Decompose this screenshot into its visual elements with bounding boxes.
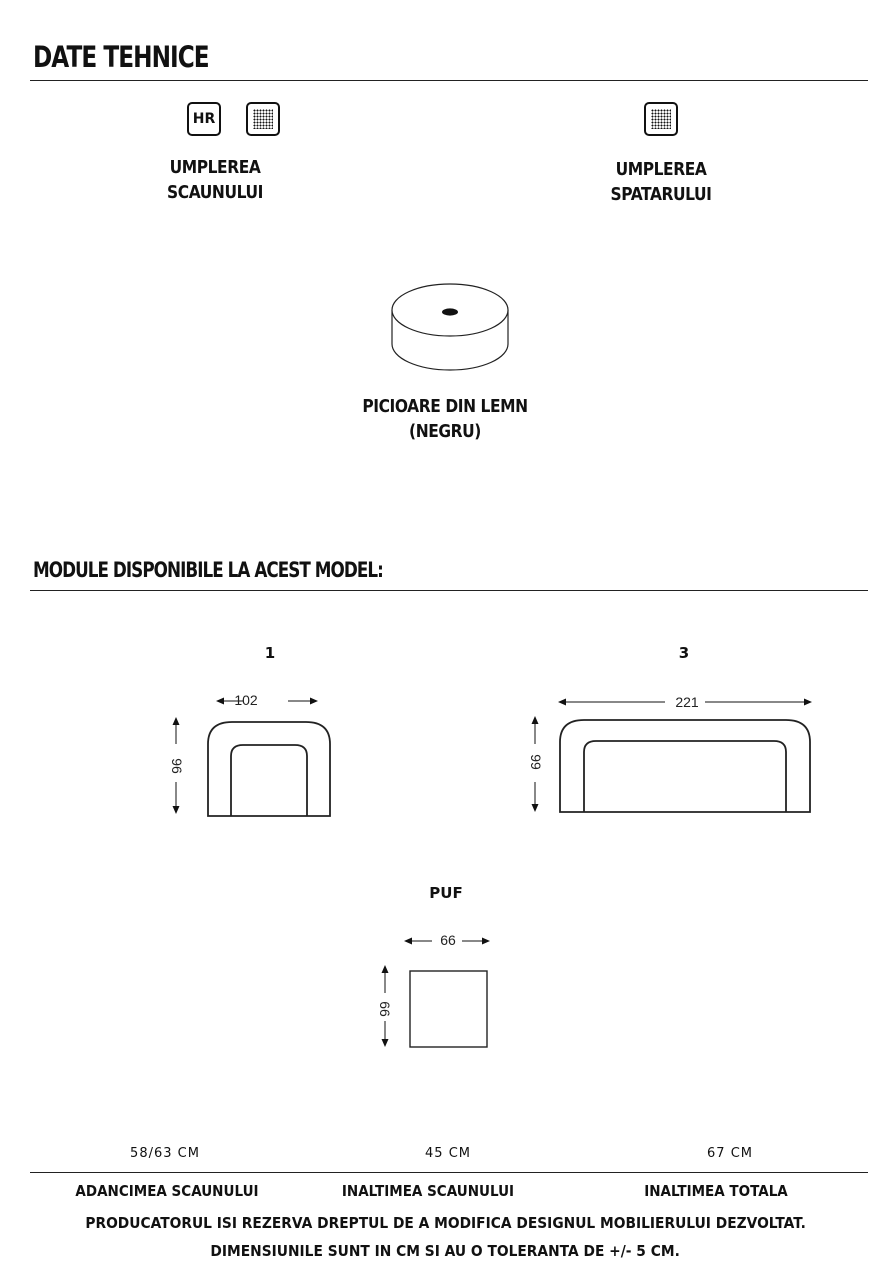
total-height-label: INALTIMEA TOTALA (644, 1182, 788, 1200)
seat-depth-label: ADANCIMEA SCAUNULUI (75, 1182, 259, 1200)
section-title-modules: MODULE DISPONIBILE LA ACEST MODEL: (33, 558, 384, 582)
hr-badge-text: HR (192, 111, 216, 127)
seat-height-value: 45 CM (425, 1146, 471, 1161)
module-name: 3 (678, 644, 690, 662)
module-1-diagram (172, 697, 331, 817)
module-name: 1 (264, 644, 276, 662)
seat-fill-label: UMPLEREA SCAUNULUI (167, 157, 263, 203)
depth-label: 66 (377, 1001, 393, 1017)
section-title-technical: DATE TEHNICE (33, 40, 210, 74)
wooden-leg-icon (391, 283, 509, 371)
width-label: 221 (675, 694, 699, 710)
seat-height-label: INALTIMEA SCAUNULUI (341, 1182, 515, 1200)
module-name: PUF (429, 884, 463, 902)
footer-tolerance: DIMENSIUNILE SUNT IN CM SI AU O TOLERANT… (210, 1242, 681, 1260)
stats-divider (30, 1172, 868, 1173)
width-label: 66 (440, 932, 456, 948)
section-divider (30, 80, 868, 81)
module-3-diagram (531, 698, 812, 813)
footer-disclaimer: PRODUCATORUL ISI REZERVA DREPTUL DE A MO… (85, 1214, 806, 1232)
section-divider (30, 590, 868, 591)
legs-label: PICIOARE DIN LEMN (NEGRU) (362, 396, 528, 442)
depth-label: 99 (528, 754, 544, 770)
width-label: 102 (234, 692, 258, 708)
seat-depth-value: 58/63 CM (130, 1146, 200, 1161)
module-puf-diagram (381, 937, 490, 1048)
total-height-value: 67 CM (707, 1146, 753, 1161)
depth-label: 96 (169, 758, 185, 774)
back-fill-label: UMPLEREA SPATARULUI (610, 159, 712, 205)
foam-dots-icon (246, 102, 280, 136)
foam-dots-icon (644, 102, 678, 136)
hr-foam-icon: HR (187, 102, 221, 136)
